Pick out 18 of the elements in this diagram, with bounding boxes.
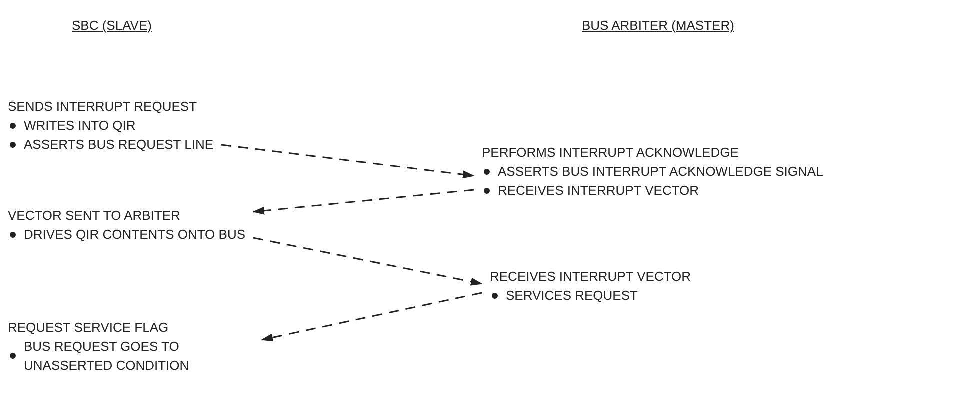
step-detail: BUS REQUEST GOES TO UNASSERTED CONDITION bbox=[24, 338, 190, 375]
column-heading: BUS ARBITER (MASTER) bbox=[582, 18, 734, 33]
step-detail: DRIVES QIR CONTENTS ONTO BUS bbox=[24, 226, 246, 244]
dashed-arrow bbox=[261, 292, 482, 342]
step-heading: SENDS INTERRUPT REQUEST bbox=[8, 98, 198, 116]
step-heading: PERFORMS INTERRUPT ACKNOWLEDGE bbox=[482, 144, 739, 162]
step-detail: ASSERTS BUS INTERRUPT ACKNOWLEDGE SIGNAL bbox=[498, 163, 824, 181]
dashed-arrow bbox=[253, 237, 483, 286]
step-detail: RECEIVES INTERRUPT VECTOR bbox=[498, 182, 700, 200]
column-heading: SBC (SLAVE) bbox=[72, 18, 152, 33]
step-detail: WRITES INTO QIR bbox=[24, 117, 136, 135]
step-heading: RECEIVES INTERRUPT VECTOR bbox=[490, 268, 692, 286]
dashed-arrow bbox=[252, 189, 474, 215]
step-heading: REQUEST SERVICE FLAG bbox=[8, 319, 169, 337]
dashed-arrow bbox=[221, 144, 475, 179]
step-detail: SERVICES REQUEST bbox=[506, 287, 638, 305]
step-heading: VECTOR SENT TO ARBITER bbox=[8, 207, 180, 225]
step-detail: ASSERTS BUS REQUEST LINE bbox=[24, 136, 214, 154]
